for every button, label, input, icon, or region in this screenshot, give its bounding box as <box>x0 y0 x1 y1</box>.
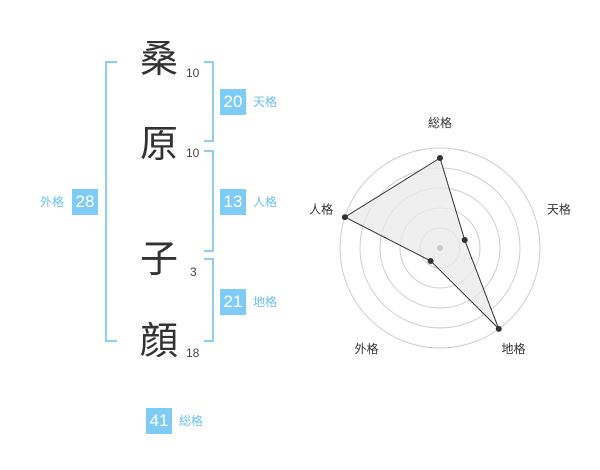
radar-data-point <box>341 214 348 221</box>
name-char-4: 顔 <box>140 319 179 363</box>
chikaku-bracket <box>204 258 214 342</box>
radar-axis-label: 地格 <box>501 341 525 356</box>
name-char-3: 子 <box>140 237 179 281</box>
tenkaku-value: 20 <box>220 89 246 115</box>
radar-data-point <box>427 257 434 264</box>
jinkaku-label: 人格 <box>253 195 278 209</box>
radar-data-point <box>495 325 502 332</box>
radar-axis-label: 人格 <box>309 201 333 216</box>
name-char-1: 桑 <box>140 37 179 81</box>
name-char-2: 原 <box>140 122 179 166</box>
radar-data-point <box>461 236 468 243</box>
soukaku-label: 総格 <box>179 414 204 428</box>
radar-axis-label: 総格 <box>428 115 452 130</box>
radar-data-point <box>437 155 443 161</box>
gaikaku-label: 外格 <box>40 195 65 209</box>
radar-axis-label: 天格 <box>547 201 571 216</box>
stroke-count-1: 10 <box>186 66 200 80</box>
chikaku-label: 地格 <box>253 295 278 309</box>
stroke-count-2: 10 <box>186 146 200 160</box>
chikaku-value: 21 <box>220 289 246 315</box>
jinkaku-value: 13 <box>220 189 246 215</box>
radar-axis-label: 外格 <box>354 341 378 356</box>
tenkaku-label: 天格 <box>253 95 278 109</box>
gaikaku-value: 28 <box>72 189 98 215</box>
jinkaku-bracket <box>204 150 214 252</box>
gaikaku-bracket <box>105 61 117 342</box>
tenkaku-bracket <box>204 61 214 142</box>
stroke-count-4: 18 <box>186 346 200 360</box>
soukaku-value: 41 <box>146 408 172 434</box>
radar-data-polygon <box>343 157 500 330</box>
radar-center-dot <box>437 245 443 251</box>
stroke-count-3: 3 <box>190 265 197 279</box>
